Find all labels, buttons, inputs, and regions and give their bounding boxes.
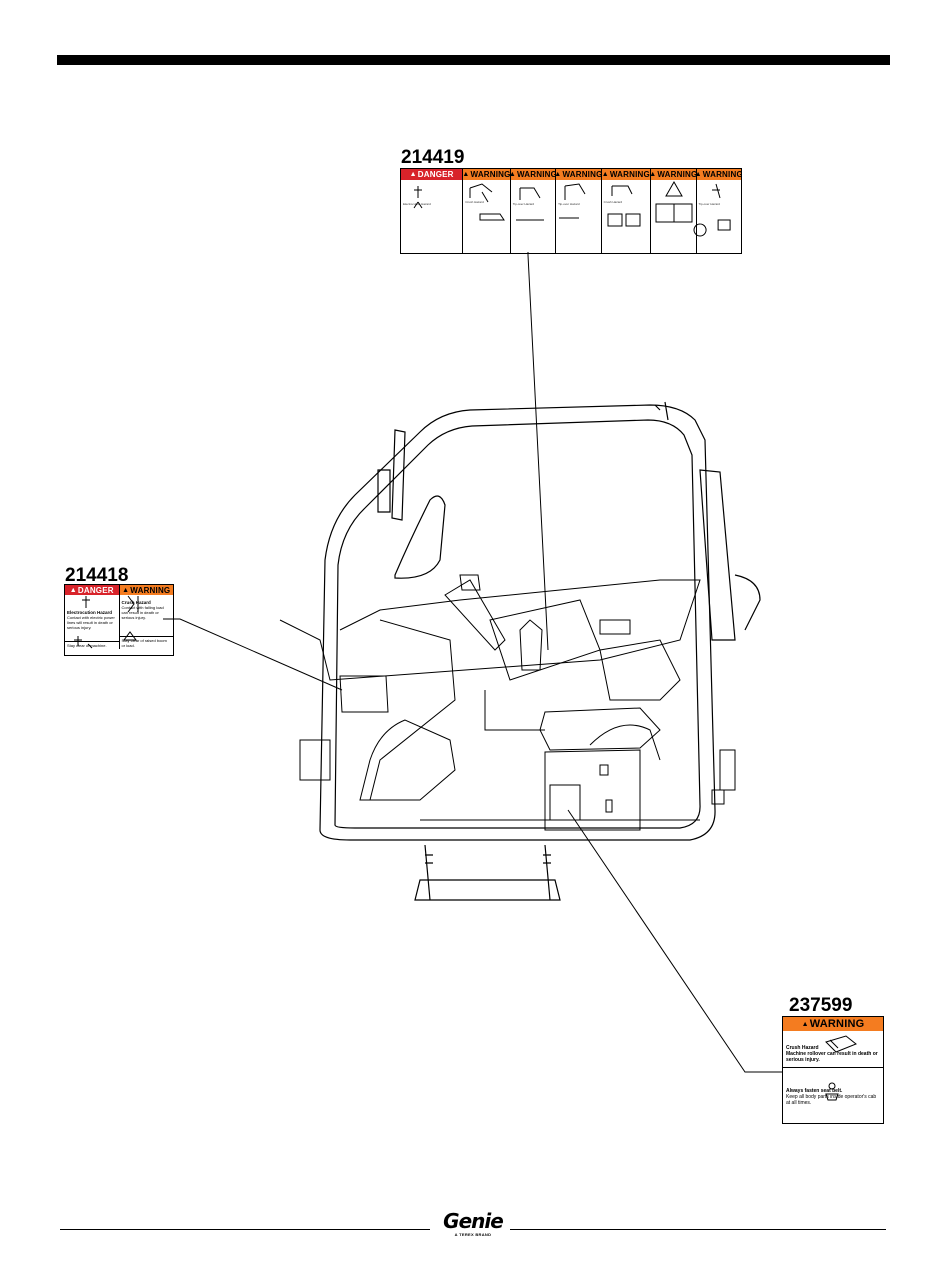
pictogram-electrocution [413,186,423,209]
pictogram-crush-2 [611,185,633,196]
decal-214418: ▲DANGER Electrocution Hazard Contact wit… [64,584,174,656]
side-step-right [719,749,736,791]
seat-back [599,639,681,701]
header-rule [57,55,890,65]
pictogram-boom [123,631,137,641]
decal-panel-warning-3: ▲WARNING Tip-over Hazard [556,169,602,253]
operator-seat [539,639,681,831]
decal-panel-warning-1: ▲WARNING Crush Hazard [463,169,511,253]
pedal-housing [359,719,456,801]
mirror-bracket [377,469,391,513]
pictogram-stay-clear [74,636,93,649]
dashboard [279,574,701,801]
genie-logo: Genie A TEREX BRAND [443,1209,504,1237]
decal-location-214418 [339,675,389,713]
decal-panel-warning: ▲WARNING Crush Hazard Contact with falli… [119,585,173,649]
footer-rule-right [510,1229,886,1230]
leader-line-237599 [567,809,782,1073]
pictogram-rollover [825,1035,857,1053]
warning-triangle-icon: ▲ [122,586,130,594]
horn-button [459,574,481,591]
footer-rule-left [60,1229,430,1230]
warning-triangle-icon: ▲ [463,171,469,178]
seat-cushion [539,707,661,751]
cab-outer-frame [319,404,716,841]
warning-triangle-icon: ▲ [556,171,561,178]
leader-line-214419 [527,252,549,651]
warning-triangle-icon: ▲ [69,586,77,594]
mirror [391,429,406,521]
decal-panel-danger: ▲DANGER Electrocution Hazard [401,169,464,253]
pictogram-seat-belt [825,1093,839,1101]
pictogram-operator-head [828,1082,836,1090]
cab-frame [319,401,761,841]
step-tread [414,879,561,901]
step-rails [424,844,551,901]
pictogram-manual [607,213,641,227]
pictogram-electrocution-small [82,596,90,608]
rear-window-handle [394,495,446,579]
warning-triangle-icon: ▲ [409,171,417,178]
pictogram-manual-book [655,203,693,223]
decal-panel-warning-6: ▲WARNING Tip-over Hazard [696,169,741,253]
wire-harness [484,690,545,731]
seat-fasteners [599,764,613,813]
dashboard-top [279,579,701,681]
warning-triangle-icon: ▲ [696,171,702,178]
pictogram-crush [469,183,493,203]
decal-pictograms [74,180,857,1101]
steering-column [369,619,456,801]
part-number-237599: 237599 [789,995,853,1016]
decal-214419: ▲DANGER Electrocution Hazard ▲WARNING Cr… [400,168,742,254]
decal-panel-warning-2: ▲WARNING Tip-over Hazard [510,169,557,253]
decal-location-237599 [549,784,581,821]
warning-triangle-icon: ▲ [601,171,609,178]
door-handle [734,574,761,631]
pictogram-rotate [693,219,731,237]
part-number-214418: 214418 [65,565,129,586]
cab-inner-frame [334,419,701,829]
danger-header: ▲DANGER [401,169,463,180]
floor-area [299,719,736,821]
part-number-214419: 214419 [401,147,465,168]
seat-base [544,749,641,831]
decal-237599: ▲WARNING Crush Hazard Machine rollover c… [782,1016,884,1124]
warning-triangle-icon: ▲ [651,171,656,178]
leader-lines [163,252,782,1073]
step-bolts [425,854,551,864]
pictogram-tip-over-1 [516,187,544,221]
warning-triangle-icon: ▲ [511,171,516,178]
roof-bolt [654,401,669,421]
joystick [519,619,543,671]
side-step-left [299,739,331,781]
leader-line-214418 [163,618,343,691]
decal-panel-danger: ▲DANGER Electrocution Hazard Contact wit… [65,585,120,649]
entry-step [414,844,561,901]
side-door-hinge [699,469,736,641]
control-console [489,599,601,681]
pictogram-tip-over-2 [559,183,586,219]
mount-bolt [711,789,725,805]
warning-triangle-icon: ▲ [801,1020,809,1028]
display-panel [599,619,631,635]
pictogram-load [479,213,505,221]
pictogram-alert-triangle [665,180,683,197]
seat-belt-loop [589,724,661,761]
pictogram-lever [712,183,721,199]
decal-panel-warning-4: ▲WARNING Crush Hazard [601,169,652,253]
pictogram-falling-load [127,595,139,613]
